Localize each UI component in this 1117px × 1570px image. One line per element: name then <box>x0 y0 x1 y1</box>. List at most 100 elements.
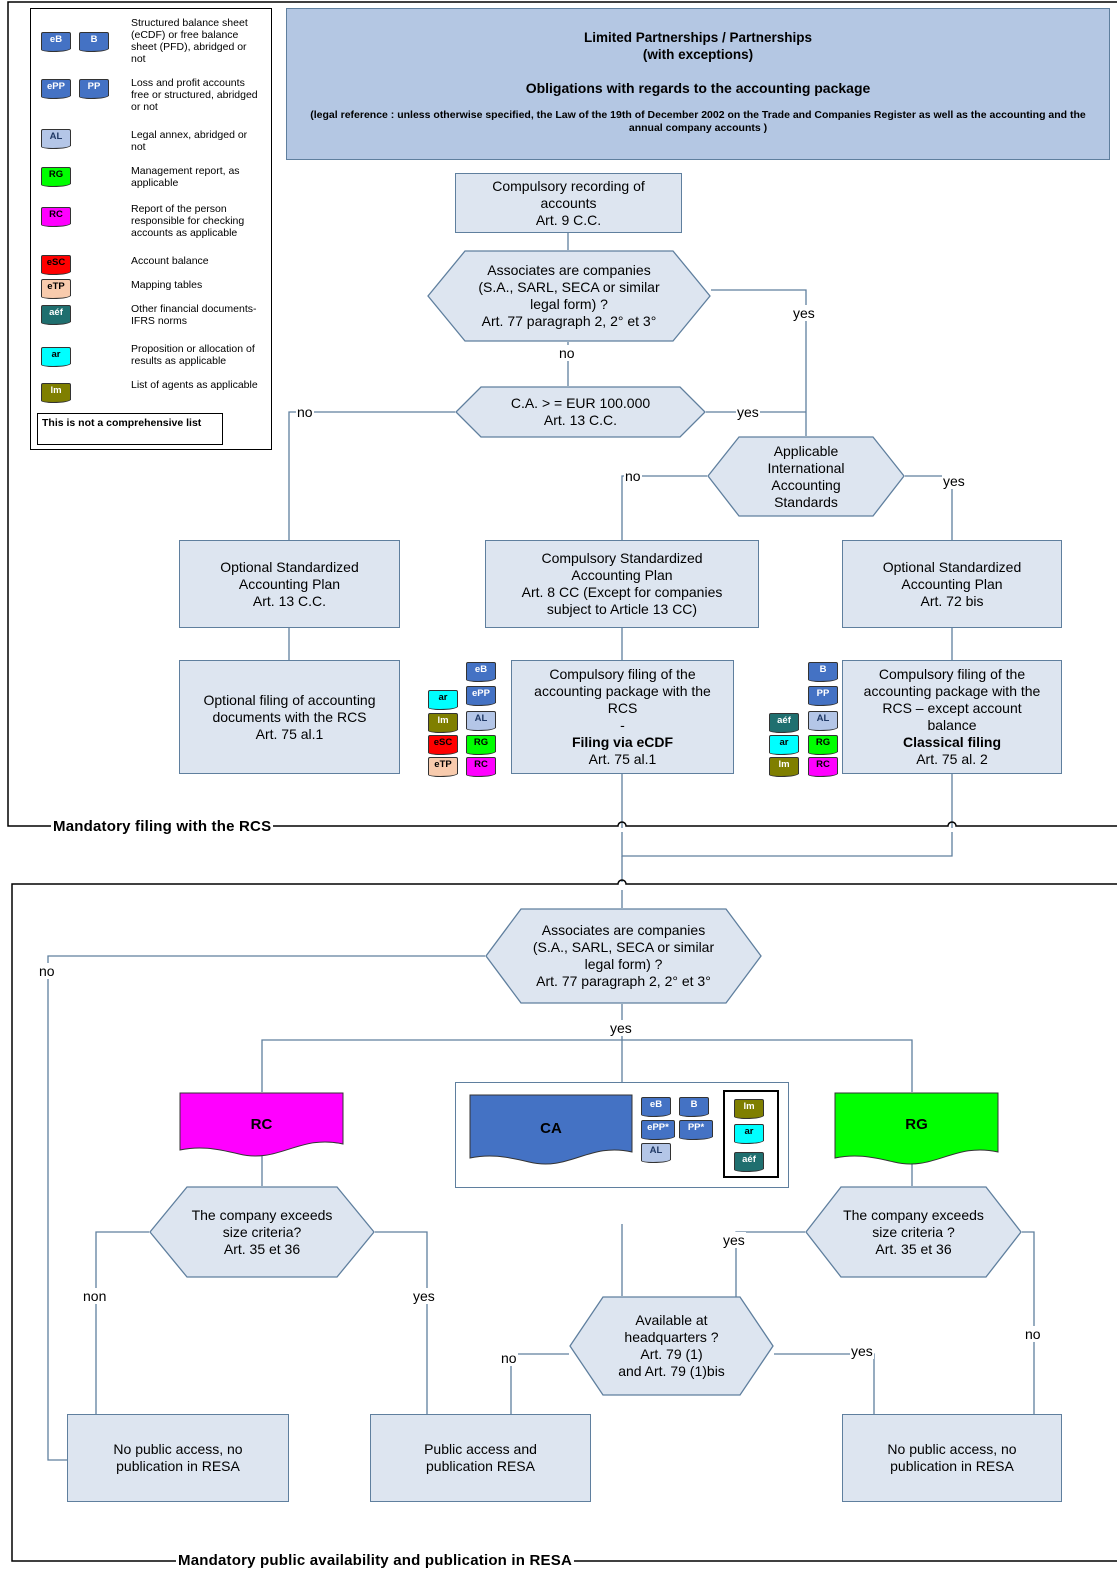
node-text: RCS <box>607 700 638 716</box>
AL-document-icon: AL <box>41 129 71 149</box>
node-text: Art. 72 bis <box>920 592 984 609</box>
legend-text: Structured balance sheet (eCDF) or free … <box>131 17 248 65</box>
label-yes: yes <box>792 305 816 321</box>
RC-document-icon: RC <box>466 757 496 777</box>
associates-decision-bottom: Associates are companies (S.A., SARL, SE… <box>485 908 762 1004</box>
frame-label-bottom: Mandatory public availability and public… <box>176 1552 574 1570</box>
node-text: Art. 77 paragraph 2, 2° et 3° <box>536 973 711 989</box>
rc-document-label: RC <box>250 1116 273 1133</box>
optional-filing-box: Optional filing of accounting documents … <box>179 660 400 774</box>
PP-star-document-icon: PP* <box>679 1120 713 1140</box>
node-text: Art. 13 C.C. <box>543 412 618 428</box>
lm-document-icon: lm <box>41 383 71 403</box>
AL-document-icon: AL <box>466 711 496 731</box>
node-text-bold: Filing via eCDF <box>571 734 674 750</box>
associates-decision-top: Associates are companies (S.A., SARL, SE… <box>427 250 711 342</box>
label-no: no <box>1024 1326 1042 1342</box>
node-text: legal form) ? <box>530 296 608 312</box>
node-text: No public access, no <box>113 1441 243 1457</box>
eB-document-icon: eB <box>641 1097 671 1117</box>
legend-text: Other financial documents- IFRS norms <box>131 303 257 327</box>
optional-plan-right-box: Optional Standardized Accounting Plan Ar… <box>842 540 1062 628</box>
node-text: Available at <box>635 1312 708 1328</box>
node-text: Art. 8 CC (Except for companies <box>521 584 723 600</box>
ePP-document-icon: ePP <box>466 686 496 706</box>
PP-document-icon: PP <box>79 79 109 99</box>
ar-document-icon: ar <box>769 735 799 755</box>
node-text: Standards <box>774 493 838 510</box>
node-text: Associates are companies <box>541 922 706 938</box>
legend-note: This is not a comprehensive list <box>37 413 223 445</box>
compulsory-recording-box: Compulsory recording of accounts Art. 9 … <box>455 173 682 233</box>
lm-document-icon: lm <box>734 1099 764 1119</box>
ias-decision: Applicable International Accounting Stan… <box>707 436 905 517</box>
headquarters-decision: Available at headquarters ? Art. 79 (1) … <box>569 1296 774 1396</box>
node-text: Applicable <box>773 442 839 459</box>
lm-document-icon: lm <box>428 713 458 733</box>
eB-document-icon: eB <box>466 662 496 682</box>
ca-document: CA <box>469 1094 633 1166</box>
no-public-access-right-box: No public access, no publication in RESA <box>842 1414 1062 1502</box>
public-access-box: Public access and publication RESA <box>370 1414 591 1502</box>
eTP-document-icon: eTP <box>428 757 458 777</box>
title-line-2: (with exceptions) <box>642 47 754 62</box>
ar-document-icon: ar <box>41 347 71 367</box>
aef-document-icon: aéf <box>769 713 799 733</box>
eTP-document-icon: eTP <box>41 279 71 299</box>
node-text: International <box>767 459 845 476</box>
eSC-document-icon: eSC <box>428 735 458 755</box>
node-text: balance <box>927 717 977 733</box>
RG-document-icon: RG <box>41 167 71 187</box>
eB-document-icon: eB <box>41 32 71 52</box>
RC-document-icon: RC <box>41 207 71 227</box>
node-text: The company exceeds <box>191 1206 333 1223</box>
node-text: Compulsory filing of the <box>878 666 1026 682</box>
RC-document-icon: RC <box>808 757 838 777</box>
turnover-decision: C.A. > = EUR 100.000 Art. 13 C.C. <box>455 386 706 438</box>
node-text: Compulsory recording of <box>492 177 645 194</box>
node-text: Art. 77 paragraph 2, 2° et 3° <box>481 313 657 329</box>
legend-text: List of agents as applicable <box>131 379 258 391</box>
node-text-bold: Classical filing <box>902 734 1002 750</box>
label-no: no <box>296 404 314 420</box>
title-banner: Limited Partnerships / Partnerships (wit… <box>286 8 1110 160</box>
label-yes: yes <box>942 473 966 489</box>
classical-filing-box: Compulsory filing of the accounting pack… <box>842 660 1062 774</box>
node-text: publication in RESA <box>890 1458 1014 1474</box>
node-text: accounting package with the <box>863 683 1041 699</box>
node-text: publication RESA <box>426 1458 535 1474</box>
node-text: accounts <box>540 194 597 211</box>
ca-document-label: CA <box>540 1120 562 1137</box>
node-text: Optional Standardized <box>220 558 359 575</box>
node-text: documents with the RCS <box>212 708 367 725</box>
label-no: no <box>558 345 576 361</box>
AL-document-icon: AL <box>808 711 838 731</box>
node-text: headquarters ? <box>624 1329 719 1345</box>
B-document-icon: B <box>808 662 838 682</box>
B-document-icon: B <box>79 32 109 52</box>
label-yes: yes <box>722 1232 746 1248</box>
node-text: No public access, no <box>887 1441 1017 1457</box>
ePP-document-icon: ePP <box>41 79 71 99</box>
lm-document-icon: lm <box>769 757 799 777</box>
node-text: size criteria? <box>222 1223 302 1240</box>
node-text: Compulsory filing of the <box>549 666 696 682</box>
node-text: Art. 75 al.1 <box>255 725 324 742</box>
node-text: The company exceeds <box>843 1206 984 1223</box>
title-line-3: Obligations with regards to the accounti… <box>525 80 871 96</box>
label-no: no <box>500 1350 518 1366</box>
ecdf-filing-box: Compulsory filing of the accounting pack… <box>511 660 734 774</box>
node-text: accounting package with the <box>534 683 711 699</box>
node-text: Art. 79 (1) <box>640 1346 703 1362</box>
label-yes: yes <box>850 1343 874 1359</box>
size-criteria-decision-left: The company exceeds size criteria? Art. … <box>149 1186 375 1278</box>
optional-plan-left-box: Optional Standardized Accounting Plan Ar… <box>179 540 400 628</box>
frame-label-top: Mandatory filing with the RCS <box>51 818 274 836</box>
node-text: and Art. 79 (1)bis <box>618 1363 725 1379</box>
node-text: Art. 75 al.1 <box>588 751 657 767</box>
node-text: subject to Article 13 CC) <box>546 601 698 617</box>
label-no: no <box>38 963 56 979</box>
node-text: Art. 9 C.C. <box>535 211 602 228</box>
AL-document-icon: AL <box>641 1143 671 1163</box>
node-text: legal form) ? <box>584 956 663 972</box>
